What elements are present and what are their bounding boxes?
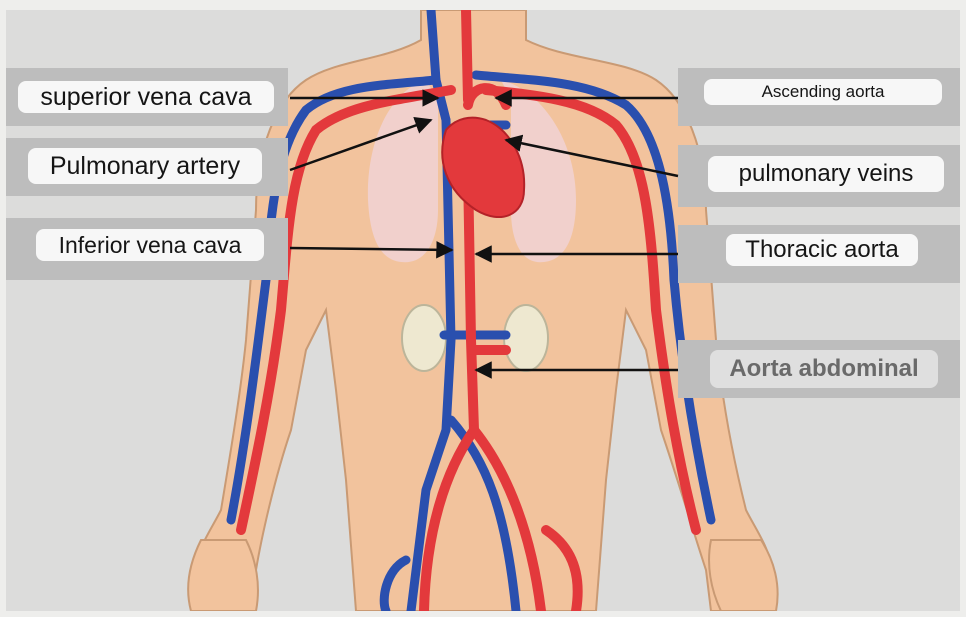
right-kidney (504, 305, 548, 371)
label-inferior-vena-cava: Inferior vena cava (36, 229, 264, 261)
label-aorta-abdominal: Aorta abdominal (710, 350, 938, 388)
label-thoracic-aorta: Thoracic aorta (726, 234, 918, 266)
label-ascending-aorta: Ascending aorta (704, 79, 942, 105)
carotid-artery (466, 10, 468, 100)
label-pulmonary-artery: Pulmonary artery (28, 148, 262, 184)
left-kidney (402, 305, 446, 371)
circulatory-system-diagram: superior vena cava Pulmonary artery Infe… (6, 10, 960, 611)
left-hand (188, 540, 258, 611)
right-hand (709, 540, 778, 611)
label-pulmonary-veins: pulmonary veins (708, 156, 944, 192)
label-superior-vena-cava: superior vena cava (18, 81, 274, 113)
